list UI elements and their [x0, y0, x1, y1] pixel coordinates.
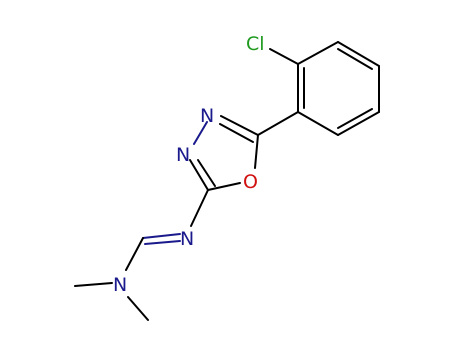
bond — [254, 134, 259, 169]
atom-ring-n2: N — [176, 144, 190, 166]
bond-cl — [269, 48, 299, 65]
atom-amine-nitrogen: N — [113, 274, 127, 296]
bond — [337, 111, 380, 136]
atom-ring-n1: N — [200, 105, 214, 127]
bond — [337, 41, 380, 67]
bond-methyl — [127, 296, 149, 321]
oxadiazole-ring — [189, 115, 259, 191]
bond — [197, 159, 216, 187]
atom-imine-nitrogen: N — [180, 228, 194, 250]
atom-chlorine: Cl — [246, 33, 265, 55]
bond — [219, 123, 254, 143]
bond — [189, 159, 209, 191]
bond-exocyclic — [190, 189, 209, 227]
bond — [220, 115, 259, 136]
bond-aryl-link — [257, 111, 299, 136]
bond-inner — [337, 48, 373, 70]
bond — [297, 41, 339, 65]
bond — [207, 182, 241, 191]
bond — [193, 121, 208, 145]
bond-inner — [337, 108, 373, 129]
bond — [297, 111, 339, 136]
bond — [125, 237, 144, 271]
bond-imine — [144, 240, 181, 245]
bond-methyl — [74, 282, 113, 287]
bond-imine — [142, 233, 181, 239]
benzene-ring — [297, 41, 380, 136]
atom-ring-oxygen: O — [243, 171, 258, 193]
